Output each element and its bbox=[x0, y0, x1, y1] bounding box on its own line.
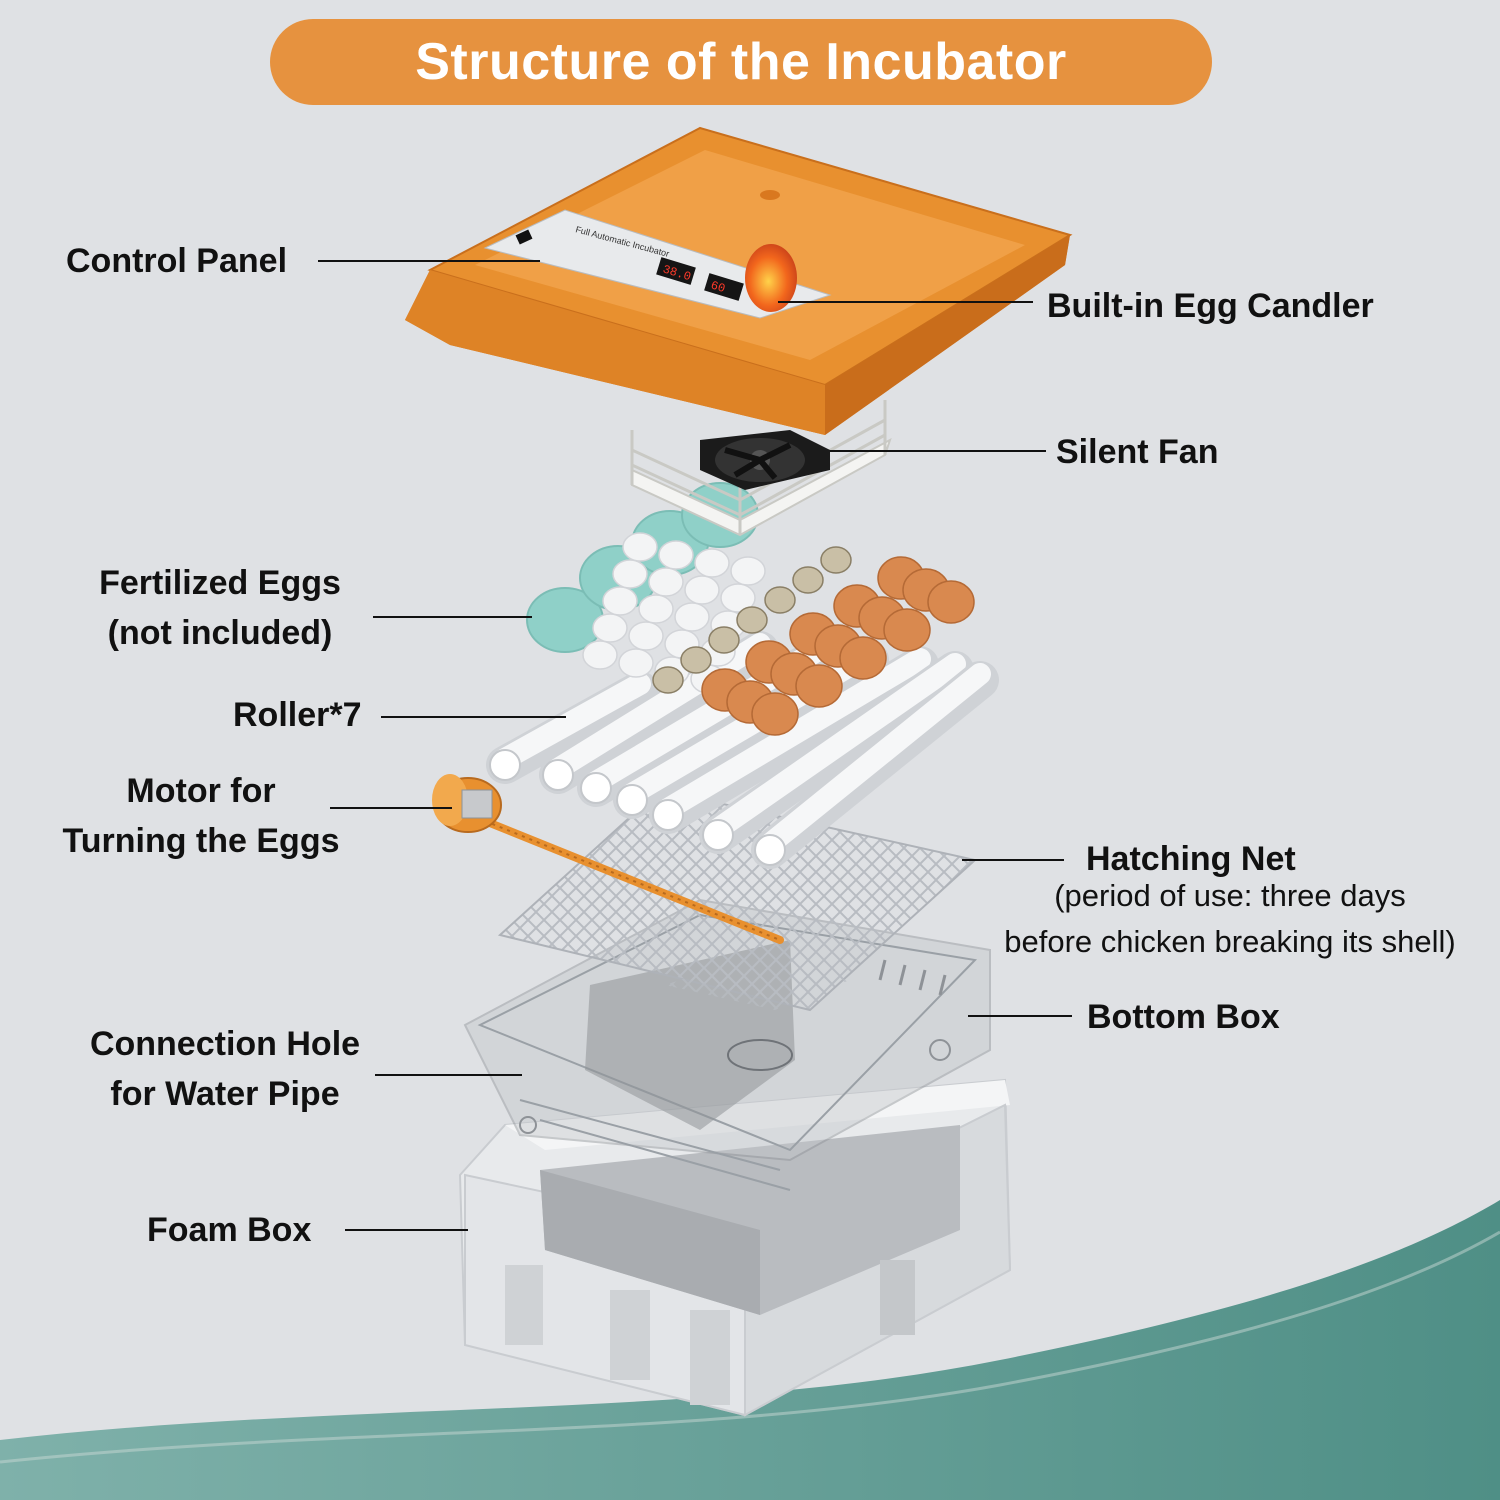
white-egg-11 bbox=[674, 602, 710, 632]
label-connection-line1: Connection Hole bbox=[89, 1025, 361, 1063]
label-connection-line2: for Water Pipe bbox=[110, 1075, 340, 1113]
white-egg-2 bbox=[618, 648, 654, 678]
hatching-net-note: (period of use: three days before chicke… bbox=[985, 873, 1475, 965]
brown-egg-14 bbox=[883, 608, 931, 652]
roller-highlight-7 bbox=[759, 663, 991, 855]
label-hatching-net: Hatching Net bbox=[1086, 840, 1296, 878]
roller-end-6 bbox=[702, 819, 734, 851]
label-foam-box: Foam Box bbox=[147, 1211, 312, 1249]
white-egg-17 bbox=[622, 532, 658, 562]
roller-highlight-6 bbox=[707, 653, 966, 840]
quail-egg-1 bbox=[652, 666, 684, 694]
label-roller: Roller*7 bbox=[233, 696, 362, 734]
white-egg-15 bbox=[684, 575, 720, 605]
roller-end-2 bbox=[542, 759, 574, 791]
white-egg-14 bbox=[648, 567, 684, 597]
roller-highlight-5 bbox=[657, 648, 931, 820]
label-control-panel: Control Panel bbox=[66, 242, 288, 280]
roller-end-3 bbox=[580, 772, 612, 804]
label-connection-hole: Connection Hole for Water Pipe bbox=[75, 1019, 375, 1119]
label-eggs-line2: (not included) bbox=[107, 614, 333, 652]
roller-end-5 bbox=[652, 799, 684, 831]
roller-end-7 bbox=[754, 834, 786, 866]
control-panel-plate bbox=[483, 209, 832, 319]
background-wave bbox=[0, 1200, 1500, 1500]
label-motor-line1: Motor for bbox=[126, 772, 276, 810]
egg-candler-light bbox=[745, 244, 797, 312]
quail-egg-7 bbox=[820, 546, 852, 574]
svg-text:60: 60 bbox=[709, 278, 727, 296]
white-egg-18 bbox=[658, 540, 694, 570]
quail-egg-3 bbox=[708, 626, 740, 654]
quail-egg-5 bbox=[764, 586, 796, 614]
quail-egg-2 bbox=[680, 646, 712, 674]
white-egg-1 bbox=[582, 640, 618, 670]
label-motor-line2: Turning the Eggs bbox=[62, 822, 340, 860]
hatching-note-line1: (period of use: three days bbox=[1054, 878, 1406, 913]
quail-egg-6 bbox=[792, 566, 824, 594]
label-motor: Motor for Turning the Eggs bbox=[50, 766, 352, 866]
page-title: Structure of the Incubator bbox=[415, 33, 1067, 91]
white-egg-16 bbox=[720, 583, 756, 613]
white-egg-13 bbox=[612, 559, 648, 589]
incubator-lid: 38.0 60 Full Automatic Incubator bbox=[405, 126, 1073, 435]
silent-fan bbox=[630, 400, 892, 537]
brown-egg-13 bbox=[839, 636, 887, 680]
quail-egg-4 bbox=[736, 606, 768, 634]
label-fertilized-eggs: Fertilized Eggs (not included) bbox=[80, 558, 360, 658]
leader-lines bbox=[318, 260, 1072, 1231]
foam-box bbox=[458, 1078, 1012, 1417]
roller-end-1 bbox=[489, 749, 521, 781]
label-silent-fan: Silent Fan bbox=[1056, 433, 1219, 471]
white-egg-19 bbox=[694, 548, 730, 578]
white-egg-9 bbox=[602, 586, 638, 616]
turning-motor bbox=[432, 774, 784, 944]
title-banner: Structure of the Incubator bbox=[270, 19, 1212, 105]
roller-end-4 bbox=[616, 784, 648, 816]
white-egg-6 bbox=[628, 621, 664, 651]
fertilized-eggs bbox=[526, 482, 975, 736]
brown-egg-12 bbox=[795, 664, 843, 708]
roller-highlight-1 bbox=[494, 673, 651, 770]
white-egg-20 bbox=[730, 556, 766, 586]
white-egg-10 bbox=[638, 594, 674, 624]
hatching-note-line2: before chicken breaking its shell) bbox=[1004, 924, 1456, 959]
hatching-net bbox=[497, 788, 978, 1012]
label-egg-candler: Built-in Egg Candler bbox=[1047, 287, 1374, 325]
white-egg-5 bbox=[592, 613, 628, 643]
brown-egg-15 bbox=[927, 580, 975, 624]
label-eggs-line1: Fertilized Eggs bbox=[99, 564, 341, 602]
label-bottom-box: Bottom Box bbox=[1087, 998, 1280, 1036]
brown-egg-11 bbox=[751, 692, 799, 736]
